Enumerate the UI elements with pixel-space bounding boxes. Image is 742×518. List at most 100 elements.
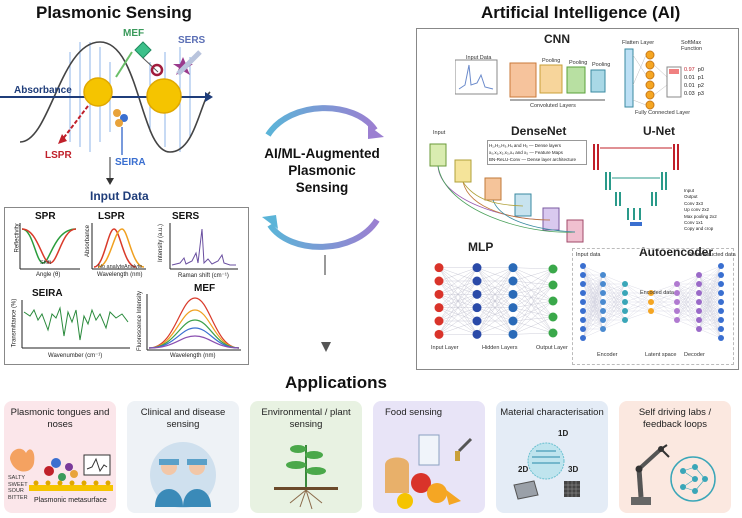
down-arrow xyxy=(321,342,331,352)
ae-edge xyxy=(676,274,700,321)
taste-list: SALTY SWEET SOUR BITTER xyxy=(8,475,28,501)
mlp-edge xyxy=(476,267,514,308)
mlp-edge xyxy=(512,284,554,322)
app-label-food: Food sensing xyxy=(385,407,443,418)
mlp-node xyxy=(472,289,482,299)
ae-edge xyxy=(676,274,700,294)
lspr-analyte: Analyte xyxy=(124,264,143,270)
mlp-output-label: Output Layer xyxy=(536,345,568,351)
unet-title: U-Net xyxy=(643,124,675,138)
mlp-node xyxy=(508,289,518,299)
ae-encoded-label: Encoded data xyxy=(640,290,674,296)
taste-sweet: SWEET xyxy=(8,481,28,488)
mlp-edge xyxy=(512,267,554,270)
ae-edge xyxy=(602,292,626,330)
ae-edge xyxy=(624,292,652,321)
app-label-material: Material characterisation xyxy=(500,407,604,418)
mlp-edge xyxy=(512,268,554,335)
mlp-edge xyxy=(512,300,554,322)
mlp-edge xyxy=(438,320,478,335)
densenet-legend-key-1: x₀,x₁,x₂,x₃,x₄ and x₅ xyxy=(489,150,529,155)
ae-edge xyxy=(602,319,626,330)
ae-edge xyxy=(676,283,700,321)
app-label-tongues: Plasmonic tongues and noses xyxy=(10,407,110,430)
taste-bitter: BITTER xyxy=(8,494,28,501)
ae-node xyxy=(580,272,586,278)
mlp-edge xyxy=(512,284,554,295)
ae-input-label: Input data xyxy=(576,252,601,258)
ae-edge xyxy=(676,274,700,303)
ae-node xyxy=(648,299,654,305)
ae-edge xyxy=(582,274,604,339)
mef-ylabel: Fluorescence Intensity xyxy=(137,290,144,352)
ae-edge xyxy=(582,274,604,312)
center-title: AI/ML-Augmented Plasmonic Sensing xyxy=(262,145,382,196)
plasmonic-illustration xyxy=(0,41,213,185)
densenet-legend-row-0: H₁,H₂,H₃,H₄ and H₅ — Dense layers xyxy=(489,143,562,148)
mlp-node xyxy=(434,263,444,273)
ae-node xyxy=(622,317,628,323)
ae-node xyxy=(674,299,680,305)
cnn-pooling-2: Pooling xyxy=(569,60,588,66)
mlp-node xyxy=(472,263,482,273)
cnn-fc-label: Fully Connected Layer xyxy=(635,110,691,116)
ae-edge xyxy=(582,319,604,339)
densenet-legend-key-0: H₁,H₂,H₃,H₄ and H₅ xyxy=(489,143,528,148)
ae-node xyxy=(696,299,702,305)
ae-edge xyxy=(582,265,604,276)
mlp-edge xyxy=(512,294,554,334)
ae-node xyxy=(696,317,702,323)
ae-node xyxy=(718,326,724,332)
plasmonic-metasurface-label: Plasmonic metasurface xyxy=(34,497,107,504)
plots-panel xyxy=(4,207,249,365)
cnn-output-1-label: p1 xyxy=(697,75,704,81)
ae-edge xyxy=(698,265,722,321)
ae-encoder-label: Encoder xyxy=(597,352,618,358)
densenet-title: DenseNet xyxy=(511,124,567,138)
material-illustration xyxy=(513,442,580,500)
ae-edge xyxy=(698,265,722,303)
ae-recon-label: Reconstructed data xyxy=(688,252,736,258)
mlp-edge xyxy=(438,267,478,295)
unet-legend-2: Conv 3x3 xyxy=(684,200,704,206)
ae-node xyxy=(600,299,606,305)
ae-latent-label: Latent space xyxy=(645,352,677,358)
ae-edge xyxy=(698,265,722,312)
unet-legend-4: Max pooling 2x2 xyxy=(684,213,717,219)
mlp-edge xyxy=(438,267,478,335)
cnn-output-2-label: p2 xyxy=(697,83,704,89)
mlp-edge xyxy=(512,280,554,302)
seira-plot xyxy=(21,300,130,349)
mlp-edge xyxy=(512,268,554,282)
densenet-legend-row-2: BN-ReLU-Conv — Dense layer architecture xyxy=(489,157,577,162)
ae-node xyxy=(696,290,702,296)
mlp-edge xyxy=(512,284,554,335)
mlp-edge xyxy=(476,267,514,282)
mlp-edge xyxy=(512,268,554,322)
taste-salty: SALTY xyxy=(8,475,26,481)
mlp-diagram xyxy=(434,263,558,339)
densenet-legend-val-0: Dense layers xyxy=(534,143,562,148)
ae-node xyxy=(622,281,628,287)
mlp-node xyxy=(434,276,444,286)
sers-plot xyxy=(169,223,238,270)
mlp-edge xyxy=(512,300,554,335)
ae-edge xyxy=(582,274,604,321)
ae-edge xyxy=(582,274,604,330)
mlp-node xyxy=(434,289,444,299)
ae-edge xyxy=(676,301,700,321)
mef-label: MEF xyxy=(123,28,145,39)
ae-edge xyxy=(698,283,722,330)
ae-edge xyxy=(582,292,604,339)
ae-node xyxy=(648,308,654,314)
ae-edge xyxy=(624,292,652,303)
spr-xlabel: Angle (θ) xyxy=(36,272,61,278)
mlp-node xyxy=(548,264,558,274)
ae-node xyxy=(600,290,606,296)
mlp-edge xyxy=(512,316,554,322)
ae-edge xyxy=(698,301,722,330)
ae-edge xyxy=(624,301,652,321)
seira-xlabel: Wavenumber (cm⁻¹) xyxy=(48,353,103,359)
mlp-edge xyxy=(476,280,514,335)
mlp-edge xyxy=(438,267,478,322)
